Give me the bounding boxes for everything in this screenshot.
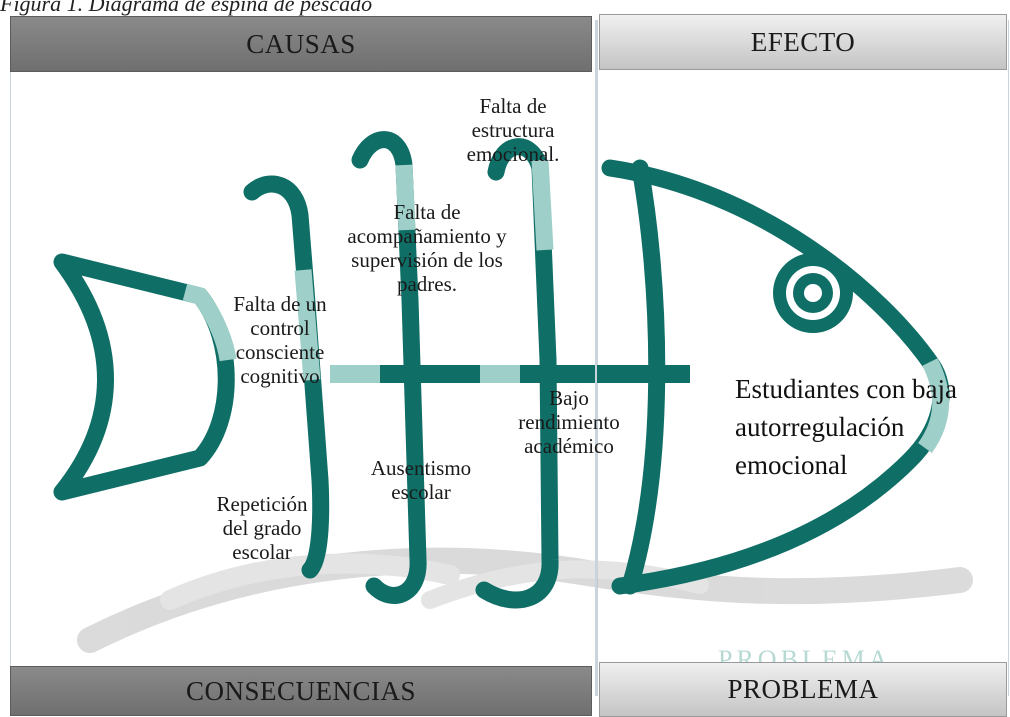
rib-2 — [351, 131, 419, 309]
figure-caption: Figura 1. Diagrama de espina de pescado — [0, 0, 373, 16]
consequence-bajo-rendimiento: Bajo rendimiento académico — [518, 386, 620, 458]
cause-falta-estructura-emocional: Falta de estructura emocional. — [466, 94, 560, 166]
header-consecuencias: CONSECUENCIAS — [10, 666, 592, 716]
effect-statement: Estudiantes con baja autorregulación emo… — [735, 374, 957, 480]
consequence-ausentismo: Ausentismo escolar — [370, 456, 472, 504]
cause-falta-control-cognitivo: Falta de un control consciente cognitivo — [233, 292, 327, 388]
header-efecto: EFECTO — [599, 14, 1007, 70]
header-problema: PROBLEMA — [599, 662, 1007, 717]
consequence-repeticion-grado: Repetición del grado escolar — [216, 492, 308, 564]
header-causas: CAUSAS — [10, 16, 592, 72]
cause-falta-acompanamiento: Falta de acompañamiento y supervisión de… — [347, 200, 507, 296]
rib-1 — [243, 175, 315, 299]
